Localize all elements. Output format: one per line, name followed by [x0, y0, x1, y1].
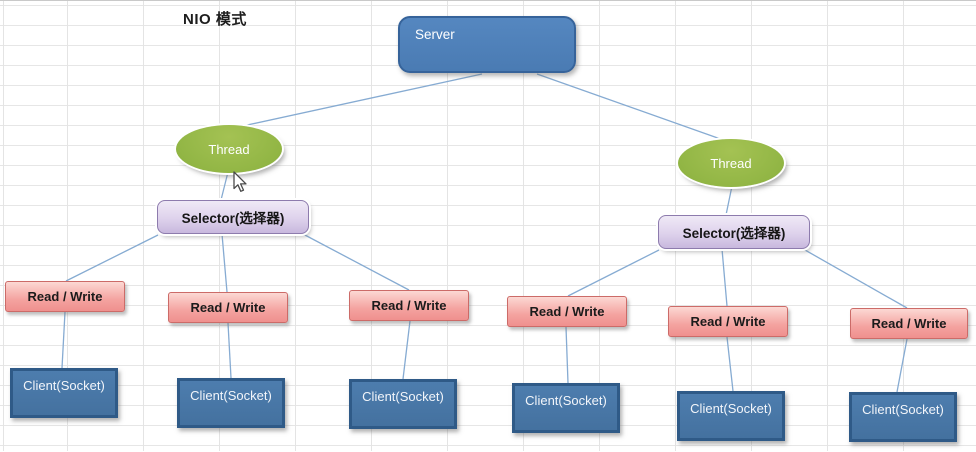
connector-server-thread2	[536, 73, 730, 143]
read-write-label: Read / Write	[190, 300, 266, 315]
client-socket-node-6[interactable]: Client(Socket)	[849, 392, 957, 442]
read-write-label: Read / Write	[871, 316, 947, 331]
read-write-label: Read / Write	[529, 304, 605, 319]
connector-selector1-rw3	[302, 233, 410, 291]
thread-label: Thread	[710, 155, 752, 171]
connector-thread1-selector1	[220, 171, 229, 201]
server-label: Server	[415, 27, 455, 42]
connector-selector2-rw6	[804, 249, 908, 309]
read-write-node-4[interactable]: Read / Write	[507, 296, 627, 327]
read-write-label: Read / Write	[371, 298, 447, 313]
read-write-node-2[interactable]: Read / Write	[168, 292, 288, 323]
client-socket-label: Client(Socket)	[190, 388, 272, 403]
mouse-cursor-icon	[233, 171, 247, 192]
connector-selector1-rw2	[221, 233, 228, 293]
server-node[interactable]: Server	[398, 16, 576, 73]
read-write-node-6[interactable]: Read / Write	[850, 308, 968, 339]
connector-rw1-client1	[61, 311, 66, 369]
read-write-label: Read / Write	[690, 314, 766, 329]
thread-label: Thread	[208, 141, 250, 157]
read-write-node-5[interactable]: Read / Write	[668, 306, 788, 337]
client-socket-node-3[interactable]: Client(Socket)	[349, 379, 457, 429]
connector-selector1-rw1	[65, 234, 159, 282]
client-socket-label: Client(Socket)	[23, 378, 105, 393]
selector-label: Selector(选择器)	[682, 226, 786, 241]
client-socket-node-1[interactable]: Client(Socket)	[10, 368, 118, 418]
read-write-label: Read / Write	[27, 289, 103, 304]
connector-rw2-client2	[227, 322, 232, 379]
client-socket-node-5[interactable]: Client(Socket)	[677, 391, 785, 441]
client-socket-node-2[interactable]: Client(Socket)	[177, 378, 285, 428]
thread-node-left[interactable]: Thread	[176, 125, 282, 173]
read-write-node-3[interactable]: Read / Write	[349, 290, 469, 321]
connector-rw3-client3	[402, 320, 411, 380]
diagram-title: NIO 模式	[183, 11, 247, 28]
connector-server-thread1	[237, 73, 483, 128]
selector-label: Selector(选择器)	[181, 211, 285, 226]
selector-node-left[interactable]: Selector(选择器)	[157, 200, 309, 234]
client-socket-label: Client(Socket)	[525, 393, 607, 408]
thread-node-right[interactable]: Thread	[678, 139, 784, 187]
connector-selector2-rw4	[567, 249, 660, 297]
connector-selector2-rw5	[721, 248, 728, 307]
connector-thread2-selector2	[725, 185, 733, 216]
client-socket-label: Client(Socket)	[690, 401, 772, 416]
client-socket-label: Client(Socket)	[862, 402, 944, 417]
client-socket-node-4[interactable]: Client(Socket)	[512, 383, 620, 433]
selector-node-right[interactable]: Selector(选择器)	[658, 215, 810, 249]
connector-rw6-client6	[896, 338, 908, 393]
read-write-node-1[interactable]: Read / Write	[5, 281, 125, 312]
connector-rw5-client5	[726, 336, 734, 392]
connector-rw4-client4	[565, 326, 569, 384]
client-socket-label: Client(Socket)	[362, 389, 444, 404]
